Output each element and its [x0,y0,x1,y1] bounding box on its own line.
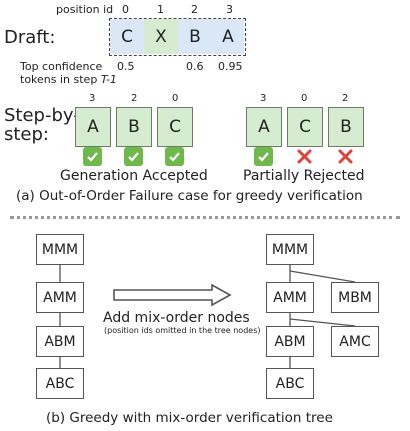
position-id-3: 3 [226,3,233,16]
panel-a-caption: (a) Out-of-Order Failure case for greedy… [16,188,363,204]
right-tree-node-mbm: MBM [331,282,379,313]
step-label-line2: step: [4,124,49,145]
check-icon [124,147,143,166]
cross-icon [295,147,314,166]
left-step-token-2: C [157,107,193,147]
right-tree-node-amc: AMC [331,326,379,357]
check-icon [165,147,184,166]
cross-icon [336,147,355,166]
right-step-id-1: 0 [301,93,308,104]
draft-token-3: A [212,19,244,54]
left-step-id-2: 0 [172,93,179,104]
right-tree-node-abc: ABC [266,368,314,399]
arrow-right-icon [113,283,232,307]
left-step-id-1: 2 [131,93,138,104]
right-step-token-1: C [287,107,323,147]
right-tree-node-amm: AMM [266,282,314,313]
right-step-token-0: A [246,107,282,147]
right-step-id-0: 3 [260,93,267,104]
draft-token-1: X [144,19,179,54]
confidence-value-3: 0.95 [218,60,243,73]
draft-strip: C X B A [109,18,246,56]
confidence-label-line1: Top confidence [20,60,103,73]
position-id-1: 1 [157,3,164,16]
right-tree-node-mmm: MMM [266,234,314,265]
draft-token-2: B [178,19,213,54]
draft-token-0: C [110,19,145,54]
separator [10,216,400,219]
check-icon [254,147,273,166]
left-tree-node-mmm: MMM [36,234,84,265]
arrow-label: Add mix-order nodes [103,310,250,326]
panel-b-caption: (b) Greedy with mix-order verification t… [46,410,333,426]
left-step-token-0: A [75,107,111,147]
left-tree-node-abm: ABM [36,326,84,357]
step-label-line1: Step-by- [4,105,80,126]
right-tree-node-abm: ABM [266,326,314,357]
draft-label: Draft: [4,27,56,48]
confidence-value-0: 0.5 [117,60,135,73]
check-icon [83,147,102,166]
position-id-0: 0 [122,3,129,16]
position-id-2: 2 [191,3,198,16]
right-step-token-2: B [328,107,364,147]
confidence-label-line2: tokens in step T-1 [20,73,117,86]
confidence-value-2: 0.6 [186,60,204,73]
position-id-label: position id [56,3,114,16]
left-group-caption: Generation Accepted [60,168,208,184]
right-step-id-2: 2 [342,93,349,104]
left-step-token-1: B [116,107,152,147]
right-group-caption: Partially Rejected [243,168,365,184]
arrow-sublabel: (position ids omitted in the tree nodes) [104,326,261,335]
left-step-id-0: 3 [89,93,96,104]
left-tree-node-amm: AMM [36,282,84,313]
left-tree-node-abc: ABC [36,368,84,399]
